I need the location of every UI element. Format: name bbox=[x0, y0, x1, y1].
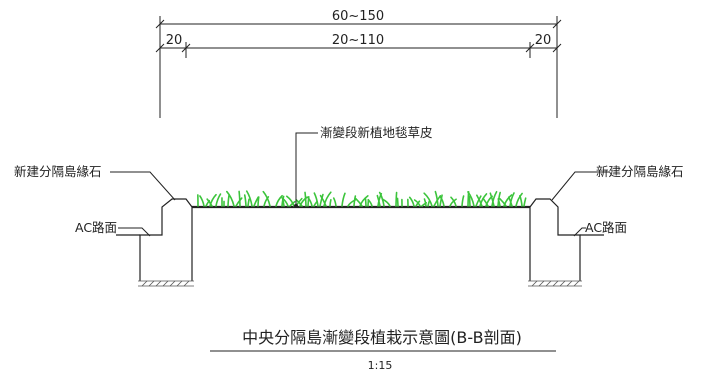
grass-blade bbox=[276, 196, 282, 206]
curb-right-label: 新建分隔島緣石 bbox=[596, 164, 684, 179]
grass-blade bbox=[228, 196, 229, 206]
grass-blade bbox=[305, 192, 306, 206]
left-offset-label: 20 bbox=[166, 33, 183, 48]
grass-blade bbox=[524, 198, 526, 206]
grass-blade bbox=[258, 197, 259, 206]
grass-blade bbox=[239, 191, 240, 206]
grass-blade bbox=[245, 195, 246, 206]
dimension-lines bbox=[156, 16, 561, 118]
grass-blade bbox=[354, 196, 355, 206]
grass-blade bbox=[396, 193, 397, 206]
ac-pavement-right-label: AC路面 bbox=[585, 220, 627, 235]
grass-blade bbox=[520, 196, 522, 206]
grass-planting bbox=[198, 191, 526, 206]
grass-blade bbox=[342, 193, 345, 206]
left-curb bbox=[116, 199, 192, 281]
grass-blade bbox=[424, 199, 426, 206]
diagram-title: 中央分隔島漸變段植栽示意圖(B-B剖面) bbox=[242, 328, 522, 347]
planting-label: 漸變段新植地毯草皮 bbox=[320, 125, 433, 140]
scale-label: 1:15 bbox=[368, 359, 393, 372]
grass-blade bbox=[469, 197, 470, 206]
curb-left-label: 新建分隔島緣石 bbox=[14, 164, 102, 179]
right-curb bbox=[530, 199, 604, 281]
right-offset-label: 20 bbox=[535, 33, 552, 48]
leader-dot bbox=[294, 204, 298, 208]
grass-blade bbox=[330, 200, 331, 206]
grass-blade bbox=[216, 194, 221, 206]
grass-blade bbox=[236, 198, 242, 206]
grass-blade bbox=[451, 197, 456, 206]
left-base-hatch bbox=[138, 281, 194, 286]
grass-blade bbox=[200, 196, 204, 206]
grass-blade bbox=[428, 201, 429, 206]
grass-blade bbox=[462, 196, 464, 206]
grass-blade bbox=[248, 199, 249, 206]
leader-lines bbox=[110, 133, 610, 236]
grass-blade bbox=[410, 197, 414, 206]
grass-blade bbox=[334, 198, 336, 206]
inner-width-label: 20~110 bbox=[332, 33, 384, 48]
overall-width-label: 60~150 bbox=[332, 9, 384, 24]
right-base-hatch bbox=[528, 281, 582, 286]
ac-pavement-left-label: AC路面 bbox=[75, 220, 117, 235]
